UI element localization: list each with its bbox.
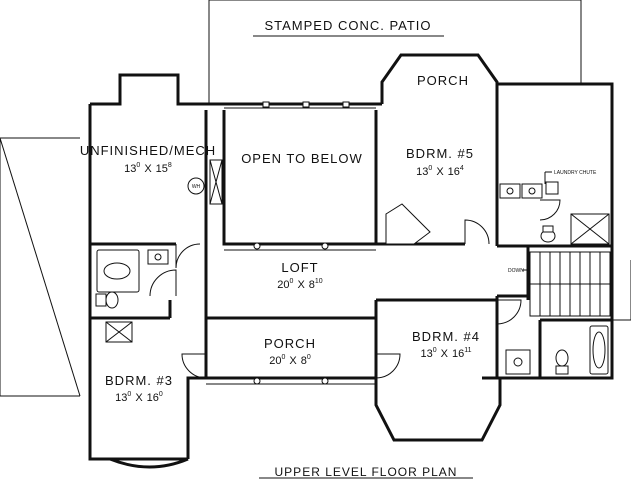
dim-depth-inches: 0: [307, 354, 311, 361]
dim-x: X: [436, 166, 444, 178]
dim-width: 20: [277, 279, 289, 291]
dim-depth: 15: [156, 163, 168, 175]
top-windows: [224, 101, 376, 109]
bdrm5-label: BDRM. #5: [406, 146, 474, 161]
dim-width-inches: 0: [428, 165, 432, 172]
dim-width: 13: [124, 163, 136, 175]
exterior-walls: [88, 53, 614, 461]
dim-width: 13: [416, 166, 428, 178]
dim-width-inches: 0: [127, 391, 131, 398]
porch-mid-label: PORCH: [264, 336, 316, 351]
dim-x: X: [441, 348, 449, 360]
doors: [149, 199, 561, 379]
porch-rail: [206, 377, 376, 385]
down-note: DOWN: [508, 268, 524, 274]
porch-top-label: PORCH: [417, 73, 469, 88]
dim-depth: 16: [448, 166, 460, 178]
dim-width-inches: 0: [136, 162, 140, 169]
dim-width-inches: 0: [281, 354, 285, 361]
bdrm3-label: BDRM. #3: [105, 373, 173, 388]
dim-x: X: [297, 279, 305, 291]
loft-label: LOFT: [281, 260, 318, 275]
patio-outline: [208, 0, 582, 104]
dim-width: 13: [115, 392, 127, 404]
dim-depth-inches: 10: [315, 278, 323, 285]
stairs: [529, 251, 611, 317]
right-exterior-outline: [612, 260, 631, 321]
left-exterior-outline: [0, 137, 81, 397]
bdrm3-bay: [109, 457, 189, 469]
dim-x: X: [144, 163, 152, 175]
wh-note: WH: [192, 184, 201, 190]
dim-depth: 16: [147, 392, 159, 404]
dim-depth: 8: [301, 355, 307, 367]
dim-depth: 8: [309, 279, 315, 291]
dim-depth-inches: 8: [168, 162, 172, 169]
dim-width-inches: 0: [290, 278, 294, 285]
dim-depth: 16: [452, 348, 464, 360]
open-below-label: OPEN TO BELOW: [241, 151, 363, 166]
laundry-chute-note: LAUNDRY CHUTE: [554, 170, 597, 176]
dim-x: X: [289, 355, 297, 367]
dim-x: X: [135, 392, 143, 404]
bdrm4-label: BDRM. #4: [412, 329, 480, 344]
dim-width: 20: [269, 355, 281, 367]
unfinished-label: UNFINISHED/MECH: [80, 143, 216, 158]
patio-label: STAMPED CONC. PATIO: [264, 18, 431, 33]
fixtures: [95, 159, 610, 375]
dim-depth-inches: 4: [460, 165, 464, 172]
dim-depth-inches: 0: [159, 391, 163, 398]
dim-depth-inches: 11: [464, 347, 471, 354]
interior-walls: [90, 110, 612, 378]
loft-rail: [224, 242, 376, 251]
dim-width: 13: [420, 348, 432, 360]
plan-title: UPPER LEVEL FLOOR PLAN: [275, 465, 458, 479]
dim-width-inches: 0: [433, 347, 437, 354]
